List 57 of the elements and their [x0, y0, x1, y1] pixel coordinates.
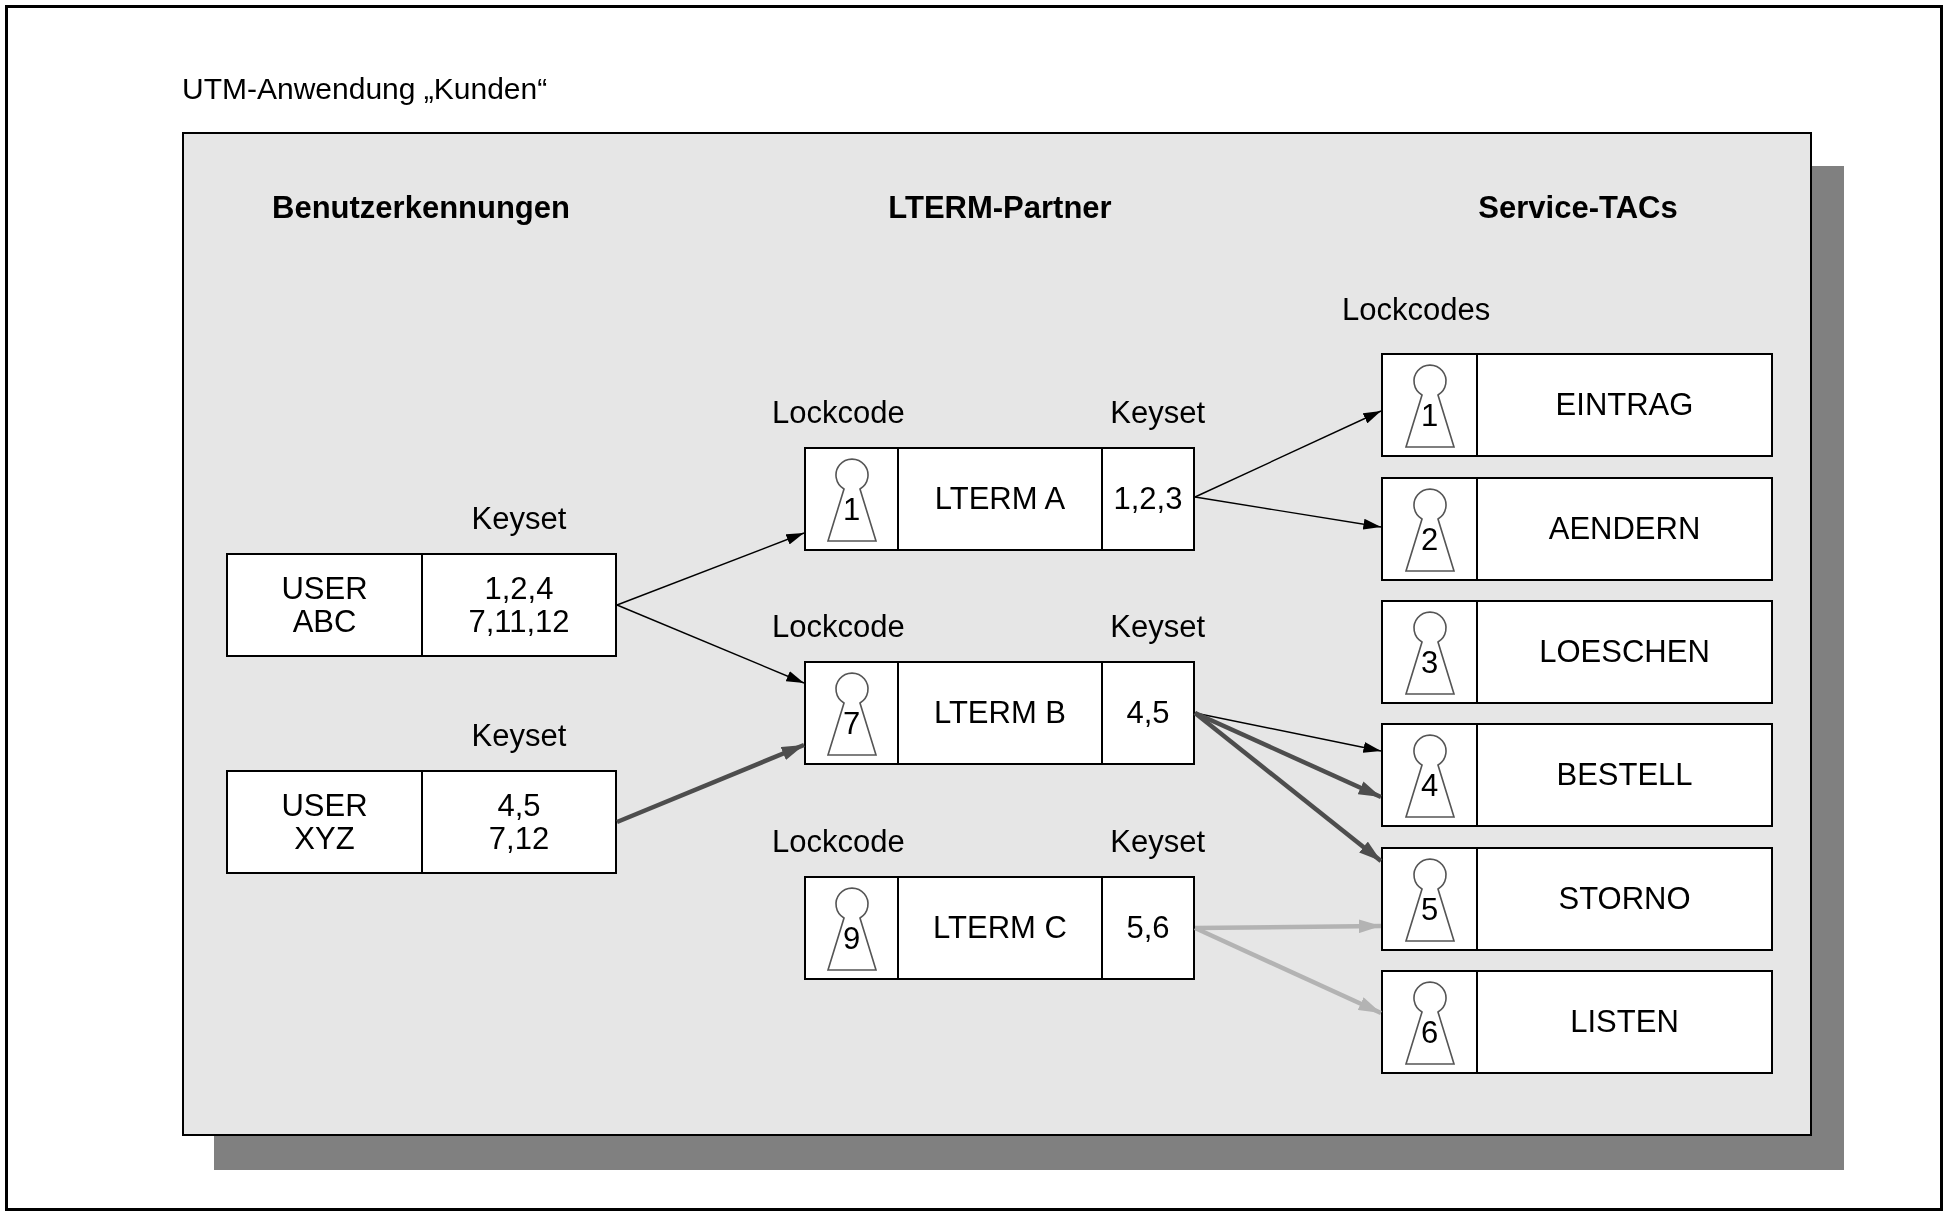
column-caption: Keyset — [1110, 395, 1205, 431]
column-heading: LTERM-Partner — [888, 190, 1112, 226]
lockcode-number: 9 — [842, 921, 861, 957]
arrow — [1194, 496, 1382, 530]
arrow — [1194, 410, 1382, 498]
service-tac-box — [1381, 477, 1773, 581]
column-caption: Keyset — [471, 718, 567, 754]
lockcode-number: 1 — [842, 492, 861, 528]
name-text: BESTELL — [1556, 758, 1693, 792]
service-tac-box — [1381, 970, 1773, 1074]
lockcode-number: 2 — [1420, 522, 1439, 558]
user-id-box — [226, 770, 617, 874]
lockcode-number: 5 — [1420, 892, 1439, 928]
lterm-partner-box — [804, 447, 1195, 551]
panel-title: UTM-Anwendung „Kunden“ — [182, 72, 548, 106]
lockcode-number: 6 — [1420, 1015, 1439, 1051]
name-text: LTERM C — [933, 911, 1067, 945]
keyset-values: 1,2,4 7,11,12 — [467, 571, 571, 639]
name-text: STORNO — [1558, 882, 1691, 916]
column-caption: Keyset — [471, 501, 567, 537]
keyset-values: 4,5 — [1126, 696, 1170, 730]
arrow — [616, 604, 805, 684]
service-tac-box — [1381, 723, 1773, 827]
lockcode-number: 7 — [842, 706, 861, 742]
column-caption: Lockcode — [772, 395, 905, 431]
name-text: USER ABC — [280, 571, 369, 639]
service-tac-box — [1381, 600, 1773, 704]
arrow — [1193, 711, 1383, 863]
column-heading: Service-TACs — [1478, 190, 1678, 226]
keyset-values: 1,2,3 — [1113, 482, 1183, 516]
name-text: LTERM A — [934, 482, 1066, 516]
arrow — [1194, 925, 1382, 1016]
lockcode-number: 1 — [1420, 398, 1439, 434]
column-caption: Lockcode — [772, 824, 905, 860]
arrow — [616, 532, 805, 606]
service-tac-box — [1381, 847, 1773, 951]
column-heading: Benutzerkennungen — [272, 190, 570, 226]
lterm-partner-box — [804, 876, 1195, 980]
service-tac-box — [1381, 353, 1773, 457]
lockcode-number: 4 — [1420, 768, 1439, 804]
column-caption: Lockcode — [772, 609, 905, 645]
user-id-box — [226, 553, 617, 657]
arrow — [616, 742, 805, 825]
name-text: LTERM B — [933, 696, 1066, 730]
name-text: EINTRAG — [1555, 388, 1694, 422]
column-caption: Keyset — [1110, 824, 1205, 860]
name-text: LOESCHEN — [1539, 635, 1710, 669]
lockcode-number: 3 — [1420, 645, 1439, 681]
keyset-values: 5,6 — [1126, 911, 1170, 945]
name-text: AENDERN — [1548, 512, 1701, 546]
keyset-values: 4,5 7,12 — [487, 788, 551, 856]
column-caption: Keyset — [1110, 609, 1205, 645]
name-text: LISTEN — [1570, 1005, 1679, 1039]
name-text: USER XYZ — [280, 788, 369, 856]
column-caption: Lockcodes — [1342, 292, 1491, 328]
arrow — [1194, 919, 1382, 934]
lterm-partner-box — [804, 661, 1195, 765]
